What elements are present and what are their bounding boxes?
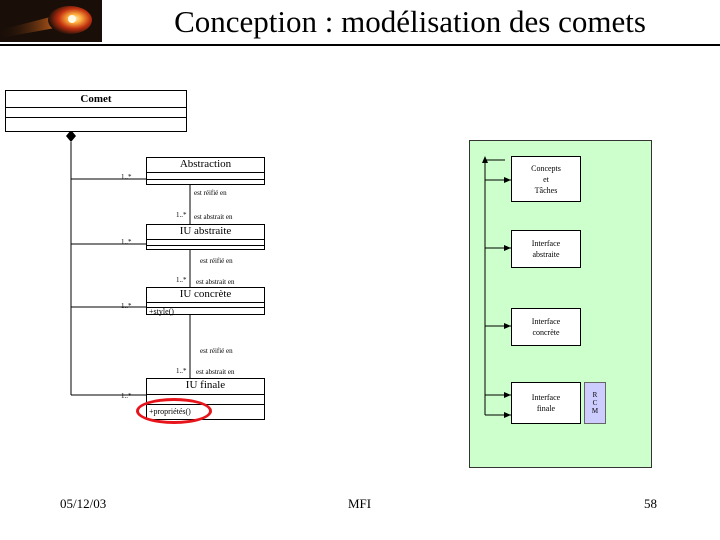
multiplicity-label: 1..* <box>121 173 132 181</box>
box-line: Interface <box>532 316 560 327</box>
iu-abstraite-class-name: IU abstraite <box>147 225 264 239</box>
abstraction-class-name: Abstraction <box>147 158 264 172</box>
page-number: 58 <box>644 496 657 512</box>
comet-class-name: Comet <box>6 91 186 107</box>
rcm-box: R C M <box>584 382 606 424</box>
reified-label: est réifié en <box>200 257 233 265</box>
iu-finale-class-name: IU finale <box>147 379 264 394</box>
footer-date: 05/12/03 <box>60 496 106 512</box>
abstraction-attributes <box>147 172 264 179</box>
comet-class: Comet <box>5 90 187 132</box>
rcm-letter: R <box>593 391 598 399</box>
multiplicity-label: 1..* <box>121 238 132 246</box>
abstraction-label: est abstrait en <box>196 278 235 286</box>
iu-concrete-class-name: IU concrète <box>147 288 264 302</box>
box-line: et <box>531 174 561 185</box>
concepts-taches-box: Concepts et Tâches <box>511 156 581 202</box>
comet-attributes <box>6 107 186 117</box>
box-line: concrète <box>532 327 560 338</box>
interface-finale-box: Interface finale <box>511 382 581 424</box>
multiplicity-label: 1..* <box>176 276 187 284</box>
rcm-letter: M <box>592 407 598 415</box>
interface-concrete-box: Interface concrète <box>511 308 581 346</box>
footer-center: MFI <box>348 496 371 512</box>
iu-concrete-operations: +style() <box>147 307 264 315</box>
box-line: Tâches <box>531 185 561 196</box>
box-line: Interface <box>532 238 560 249</box>
abstraction-operations <box>147 179 264 185</box>
multiplicity-label: 1..* <box>121 302 132 310</box>
comet-operations <box>6 117 186 131</box>
abstraction-label: est abstrait en <box>194 213 233 221</box>
box-line: abstraite <box>532 249 560 260</box>
multiplicity-label: 1..* <box>121 392 132 400</box>
interface-abstraite-box: Interface abstraite <box>511 230 581 268</box>
abstraction-label: est abstrait en <box>196 368 235 376</box>
abstraction-class: Abstraction <box>146 157 265 185</box>
iu-abstraite-class: IU abstraite <box>146 224 265 250</box>
multiplicity-label: 1..* <box>176 211 187 219</box>
multiplicity-label: 1..* <box>176 367 187 375</box>
box-line: Interface <box>532 392 560 403</box>
iu-abstraite-operations <box>147 245 264 250</box>
iu-concrete-class: IU concrète +style() <box>146 287 265 315</box>
rcm-letter: C <box>593 399 598 407</box>
highlight-circle <box>136 398 212 424</box>
reified-label: est réifié en <box>194 189 227 197</box>
box-line: finale <box>532 403 560 414</box>
reified-label: est réifié en <box>200 347 233 355</box>
box-line: Concepts <box>531 163 561 174</box>
